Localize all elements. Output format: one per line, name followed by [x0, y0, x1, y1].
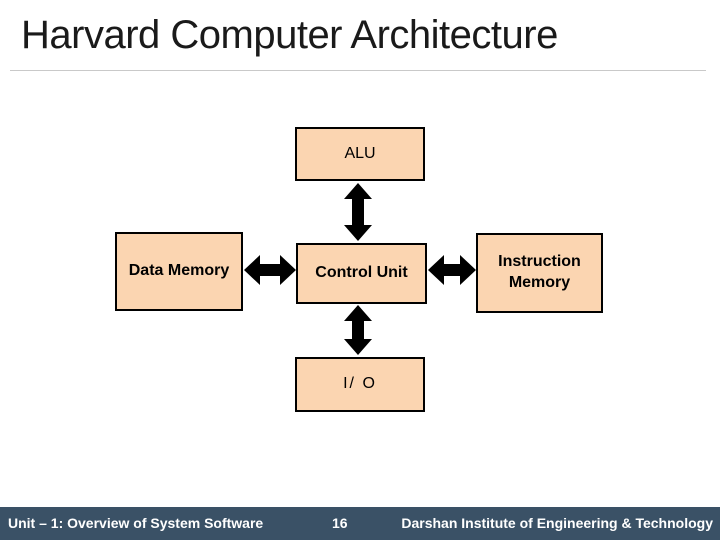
box-data-memory-label: Data Memory [128, 262, 230, 280]
footer-unit-label: Unit – 1: Overview of System Software [8, 515, 264, 531]
double-arrow-controlunit-instructionmemory-icon [428, 255, 476, 285]
box-control-unit: Control Unit [296, 243, 427, 304]
page-title: Harvard Computer Architecture [21, 13, 558, 57]
box-instruction-memory: Instruction Memory [476, 233, 603, 313]
box-io: I/ O [295, 357, 425, 412]
box-alu: ALU [295, 127, 425, 181]
box-io-label: I/ O [343, 375, 377, 393]
footer-bar: Unit – 1: Overview of System Software 16… [0, 507, 720, 540]
box-instruction-memory-label: Instruction Memory [498, 253, 581, 291]
title-divider [10, 70, 706, 71]
box-control-unit-label: Control Unit [315, 264, 408, 282]
footer-institute-label: Darshan Institute of Engineering & Techn… [401, 515, 713, 531]
footer-page-number: 16 [332, 515, 348, 531]
box-data-memory: Data Memory [115, 232, 243, 311]
double-arrow-datamemory-controlunit-icon [244, 255, 296, 285]
double-arrow-alu-controlunit-icon [344, 183, 372, 241]
box-alu-label: ALU [344, 144, 376, 162]
double-arrow-controlunit-io-icon [344, 305, 372, 355]
